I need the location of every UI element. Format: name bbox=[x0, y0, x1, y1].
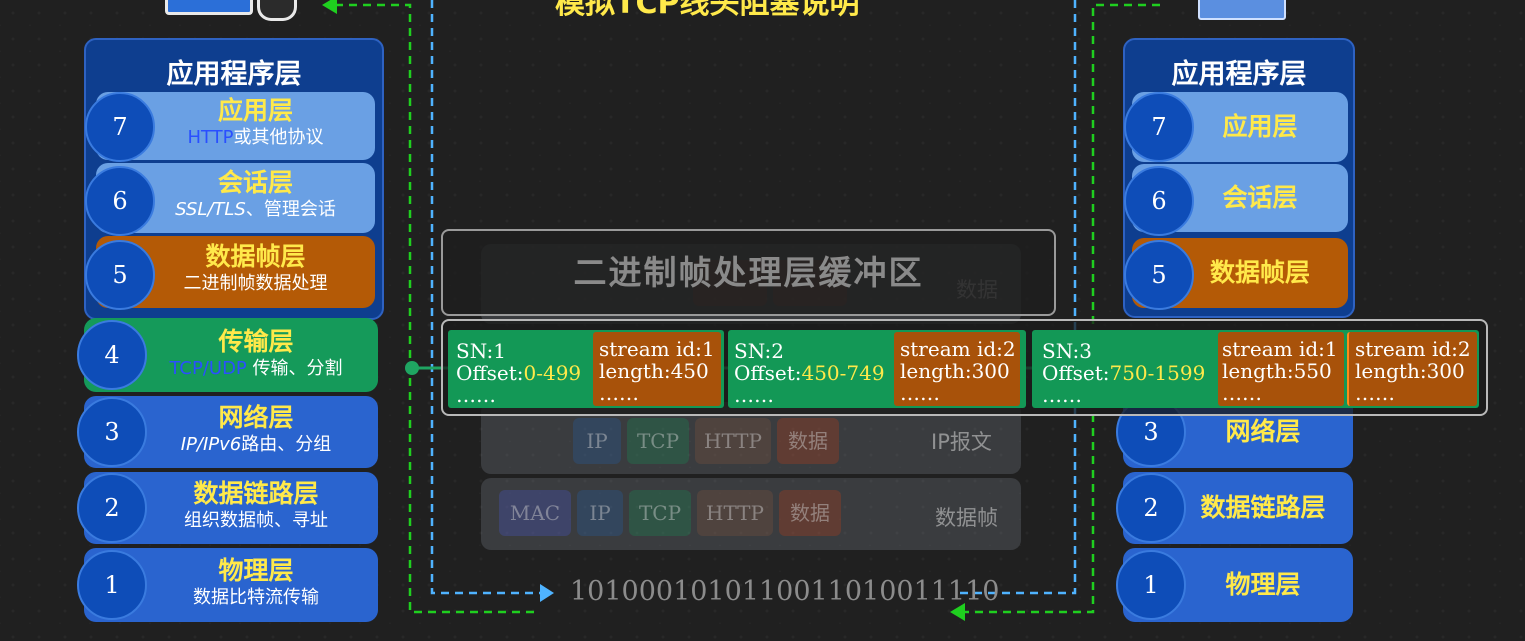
stream-id: stream id:1 bbox=[599, 337, 715, 361]
ghost-row-label: IP报文 bbox=[931, 430, 992, 454]
layer-desc: 组织数据帧、寻址 bbox=[184, 510, 328, 531]
blue-dashed-path-right bbox=[960, 0, 1077, 595]
layer-desc: HTTP或其他协议 bbox=[187, 127, 324, 148]
ghost-box: TCP bbox=[629, 490, 691, 536]
layer-number-5: 5 bbox=[1124, 240, 1194, 310]
stream-id: stream id:1 bbox=[1222, 337, 1338, 361]
segment-ellipsis: …… bbox=[734, 383, 774, 407]
stream-ellipsis: …… bbox=[1355, 381, 1395, 405]
binary-stream: 1010001010110011010011110 bbox=[570, 576, 1000, 607]
layer-name: 数据链路层 bbox=[193, 479, 319, 508]
layer-number-4: 4 bbox=[77, 320, 147, 390]
layer-desc: 二进制帧数据处理 bbox=[183, 273, 328, 294]
green-dashed-path-left bbox=[335, 3, 540, 614]
right-stack-header: 应用程序层 bbox=[1171, 59, 1307, 90]
binary-frame-buffer bbox=[441, 229, 1056, 316]
blue-arrowhead bbox=[540, 584, 554, 602]
layer-number-7: 7 bbox=[1124, 92, 1194, 162]
stream-ellipsis: …… bbox=[900, 381, 940, 405]
tcp-segment-3: SN:3 Offset:750-1599 …… stream id:1 leng… bbox=[1032, 330, 1479, 408]
layer-desc: 数据比特流传输 bbox=[193, 587, 319, 608]
ghost-box: HTTP bbox=[695, 418, 771, 464]
diagram-title: 模拟TCP线头阻塞说明 bbox=[555, 0, 860, 21]
ghost-box: IP bbox=[573, 418, 621, 464]
stream-frame: stream id:1 length:450 …… bbox=[593, 332, 721, 406]
ghost-box: TCP bbox=[627, 418, 689, 464]
layer-name: 物理层 bbox=[1225, 570, 1301, 599]
ghost-box: IP bbox=[577, 490, 623, 536]
layer-name: 应用层 bbox=[1222, 112, 1298, 141]
server-icon bbox=[1198, 0, 1286, 20]
layer-name: 数据帧层 bbox=[1209, 258, 1310, 287]
tcp-segments-row: SN:1 Offset:0-499 …… stream id:1 length:… bbox=[441, 319, 1488, 416]
stream-ellipsis: …… bbox=[599, 381, 639, 405]
layer-name: 数据链路层 bbox=[1200, 493, 1326, 522]
stream-length: length:450 bbox=[599, 359, 709, 383]
layer-name: 数据帧层 bbox=[205, 242, 306, 271]
stream-length: length:550 bbox=[1222, 359, 1332, 383]
green-arrowhead-bottom bbox=[950, 603, 965, 621]
tcp-segment-2: SN:2 Offset:450-749 …… stream id:2 lengt… bbox=[728, 330, 1026, 408]
ghost-row-label: 数据帧 bbox=[935, 506, 998, 530]
layer-desc: TCP/UDP 传输、分割 bbox=[169, 358, 343, 379]
green-arrowhead-top bbox=[322, 0, 337, 14]
stream-id: stream id:2 bbox=[1355, 337, 1471, 361]
ghost-box: HTTP bbox=[697, 490, 773, 536]
layer-name: 会话层 bbox=[217, 168, 293, 197]
layer-number-2: 2 bbox=[77, 473, 147, 543]
layer-name: 网络层 bbox=[218, 403, 294, 432]
stream-id: stream id:2 bbox=[900, 337, 1016, 361]
layer-number-5: 5 bbox=[85, 240, 155, 310]
layer-number-1: 1 bbox=[77, 550, 147, 620]
stream-frame: stream id:2 length:300 …… bbox=[894, 332, 1020, 406]
layer-name: 物理层 bbox=[218, 556, 294, 585]
segment-offset: Offset:750-1599 bbox=[1042, 361, 1206, 385]
layer-desc: IP/IPv6路由、分组 bbox=[180, 434, 332, 455]
ghost-box: 数据 bbox=[777, 418, 839, 464]
segment-ellipsis: …… bbox=[456, 383, 496, 407]
ghost-row-frame: MAC IP TCP HTTP 数据 数据帧 bbox=[481, 478, 1021, 550]
ghost-box: 数据 bbox=[779, 490, 841, 536]
ghost-box: MAC bbox=[499, 490, 571, 536]
layer-name: 传输层 bbox=[218, 327, 294, 356]
stream-length: length:300 bbox=[900, 359, 1010, 383]
segment-offset: Offset:0-499 bbox=[456, 361, 582, 385]
layer-name: 会话层 bbox=[1222, 183, 1298, 212]
mouse-icon bbox=[257, 0, 297, 21]
blue-dashed-path-left bbox=[430, 0, 540, 595]
layer-number-3: 3 bbox=[77, 397, 147, 467]
layer-number-7: 7 bbox=[85, 92, 155, 162]
left-stack-header: 应用程序层 bbox=[166, 59, 302, 90]
layer-number-2: 2 bbox=[1116, 473, 1186, 543]
segment-ellipsis: …… bbox=[1042, 383, 1082, 407]
layer-name: 应用层 bbox=[217, 96, 293, 125]
layer-number-1: 1 bbox=[1116, 550, 1186, 620]
stream-frame: stream id:2 length:300 …… bbox=[1347, 332, 1477, 406]
stream-ellipsis: …… bbox=[1222, 381, 1262, 405]
stream-length: length:300 bbox=[1355, 359, 1465, 383]
layer-number-6: 6 bbox=[85, 166, 155, 236]
segment-sn: SN:2 bbox=[734, 339, 784, 363]
tcp-segment-1: SN:1 Offset:0-499 …… stream id:1 length:… bbox=[448, 330, 724, 408]
buffer-label: 二进制帧处理层缓冲区 bbox=[573, 253, 924, 292]
green-dashed-path-right bbox=[960, 3, 1160, 614]
computer-icon bbox=[165, 0, 253, 15]
stream-frame: stream id:1 length:550 …… bbox=[1218, 332, 1344, 406]
segment-offset: Offset:450-749 bbox=[734, 361, 885, 385]
layer-number-6: 6 bbox=[1124, 166, 1194, 236]
segment-sn: SN:1 bbox=[456, 339, 506, 363]
segment-sn: SN:3 bbox=[1042, 339, 1092, 363]
connector-dot bbox=[405, 361, 419, 375]
layer-desc: SSL/TLS、管理会话 bbox=[175, 199, 336, 220]
layer-name: 网络层 bbox=[1225, 417, 1301, 446]
